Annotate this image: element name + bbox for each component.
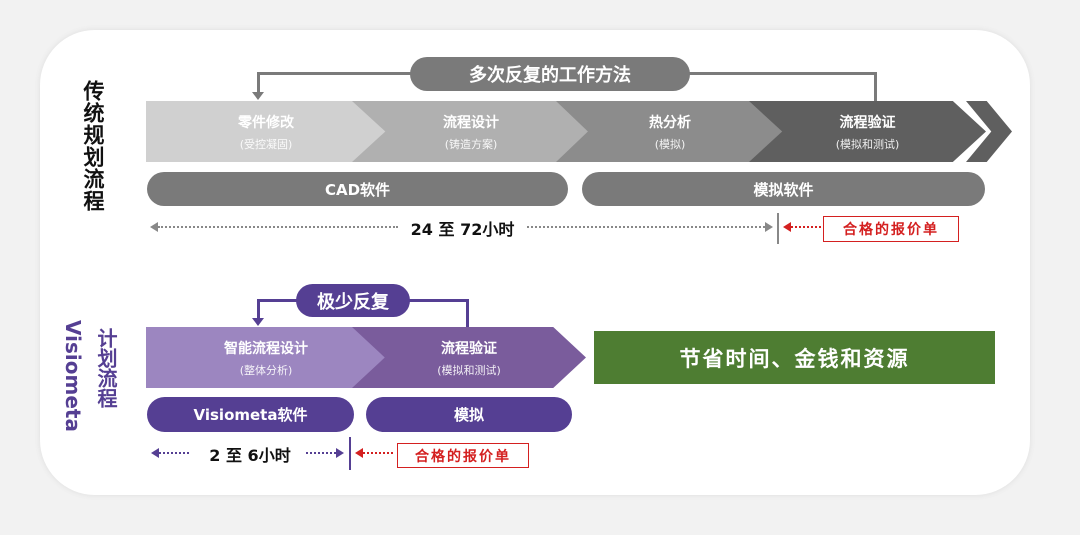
step-title: 流程设计 xyxy=(443,114,499,131)
tool-cad: CAD软件 xyxy=(147,172,568,206)
arrow-left-icon xyxy=(150,222,158,232)
step-process-design: 流程设计 (铸造方案) xyxy=(352,101,590,162)
divider xyxy=(777,213,779,244)
step-sub: (模拟和测试) xyxy=(437,363,501,377)
step-title: 流程验证 xyxy=(839,114,896,131)
arrow-left-icon xyxy=(151,448,159,458)
step-process-validation: 流程验证 (模拟和测试) xyxy=(352,327,586,388)
arrow-left-icon xyxy=(783,222,791,232)
step-sub: (整体分析) xyxy=(239,363,293,377)
loop-label: 多次反复的工作方法 xyxy=(410,57,690,91)
arrow-down-icon xyxy=(252,92,264,100)
quote-badge: 合格的报价单 xyxy=(397,443,529,468)
visiometa-brand: Visiometa xyxy=(61,320,85,432)
arrow-down-icon xyxy=(252,318,264,326)
step-sub: (模拟) xyxy=(654,137,686,151)
time-label: 24 至 72小时 xyxy=(410,220,515,239)
loop-line-left xyxy=(257,72,260,94)
arrow-right-icon xyxy=(336,448,344,458)
step-title: 零件修改 xyxy=(238,114,294,131)
arrow-right-icon xyxy=(765,222,773,232)
loop-line-left xyxy=(257,299,260,319)
dotted-line xyxy=(158,226,398,228)
tool-simulation: 模拟软件 xyxy=(582,172,985,206)
traditional-label: 传统规划流程 xyxy=(81,80,105,212)
visiometa-label: 计划流程 xyxy=(94,328,118,408)
step-title: 智能流程设计 xyxy=(224,340,308,357)
step-title: 流程验证 xyxy=(441,340,497,357)
step-process-validation: 流程验证 (模拟和测试) xyxy=(749,101,986,162)
loop-line-right xyxy=(466,299,469,329)
step-sub: (受控凝固) xyxy=(239,137,293,151)
divider xyxy=(349,437,351,470)
dotted-line xyxy=(159,452,189,454)
step-sub: (铸造方案) xyxy=(444,137,498,151)
quote-badge: 合格的报价单 xyxy=(823,216,959,242)
loop-line-right xyxy=(874,72,877,102)
tool-simulation: 模拟 xyxy=(366,397,572,432)
benefit-banner: 节省时间、金钱和资源 xyxy=(594,331,995,384)
loop-label: 极少反复 xyxy=(296,284,410,317)
tool-visiometa: Visiometa软件 xyxy=(147,397,354,432)
dotted-line xyxy=(791,226,821,228)
step-thermal-analysis: 热分析 (模拟) xyxy=(556,101,784,162)
dotted-line xyxy=(363,452,393,454)
time-label: 2 至 6小时 xyxy=(209,446,291,465)
step-part-modification: 零件修改 (受控凝固) xyxy=(146,101,386,162)
dotted-line xyxy=(527,226,765,228)
step-title: 热分析 xyxy=(649,114,691,131)
step-smart-design: 智能流程设计 (整体分析) xyxy=(146,327,386,388)
arrow-left-icon xyxy=(355,448,363,458)
dotted-line xyxy=(306,452,336,454)
step-sub: (模拟和测试) xyxy=(835,137,900,151)
